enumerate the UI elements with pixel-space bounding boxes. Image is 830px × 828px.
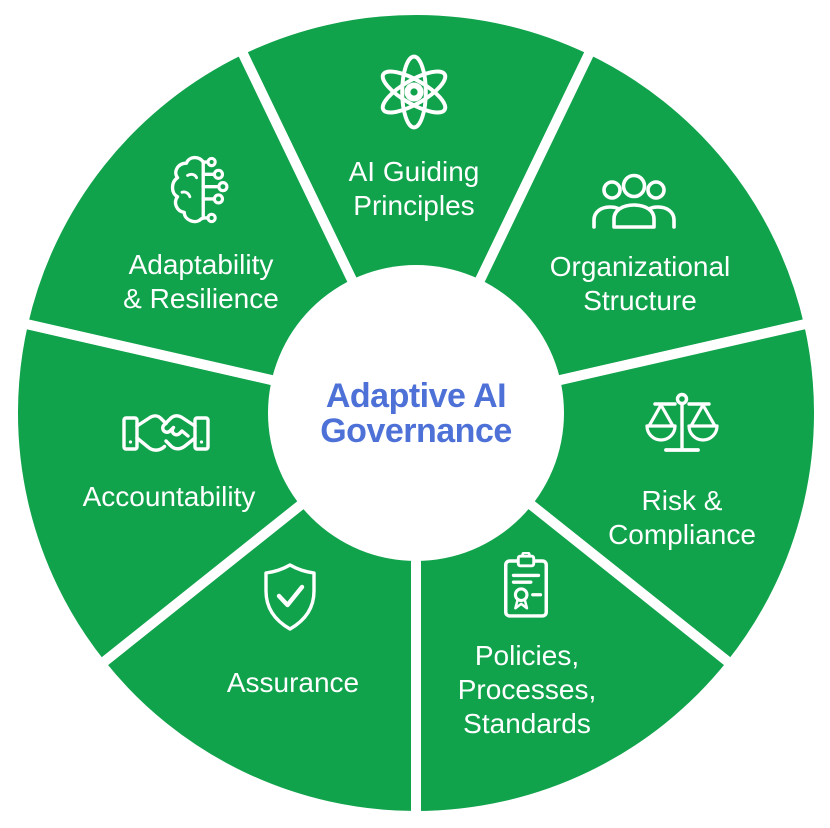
segment-label-policies-processes-standards: Policies, Processes, Standards bbox=[457, 640, 597, 739]
people-group-icon bbox=[588, 171, 680, 233]
segment-label-assurance: Assurance bbox=[226, 667, 360, 698]
center-circle bbox=[268, 265, 564, 561]
atom-icon bbox=[372, 50, 456, 134]
brain-circuit-icon bbox=[165, 152, 237, 228]
segment-label-adaptability-resilience: Adaptability & Resilience bbox=[123, 249, 279, 314]
title-line: Governance bbox=[320, 412, 512, 450]
title-line: Adaptive AI bbox=[325, 377, 507, 415]
wedge-ai-guiding-principles bbox=[236, 4, 596, 418]
shield-check-icon bbox=[258, 561, 322, 633]
segment-label-accountability: Accountability bbox=[82, 481, 256, 512]
certificate-clipboard-icon bbox=[499, 552, 553, 622]
segment-label-organizational-structure: Organizational Structure bbox=[549, 251, 731, 316]
diagram-title: Adaptive AI Governance bbox=[256, 379, 576, 449]
balance-scale-icon bbox=[642, 391, 722, 463]
handshake-icon bbox=[120, 405, 212, 461]
segment-label-ai-guiding-principles: AI Guiding Principles bbox=[348, 156, 480, 221]
segment-label-risk-compliance: Risk & Compliance bbox=[608, 485, 756, 550]
